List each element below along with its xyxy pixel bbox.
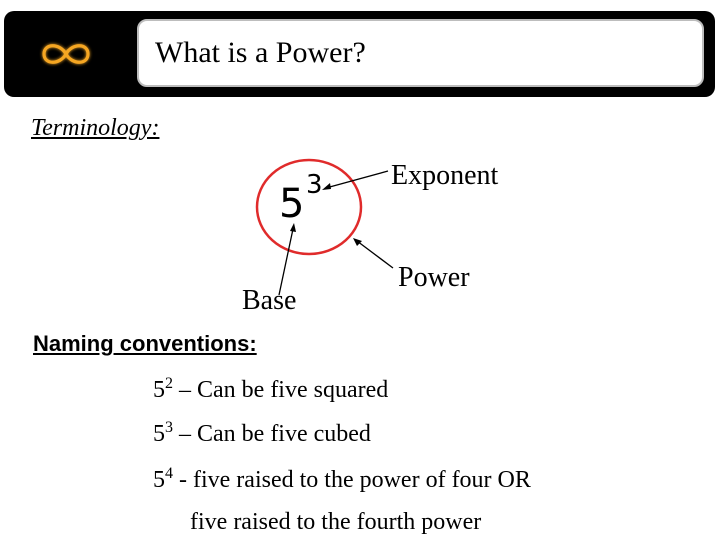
line-base: 5 — [153, 377, 165, 403]
exponent-number: 3 — [306, 170, 323, 200]
power-circle — [255, 158, 363, 256]
line-text: – Can be five cubed — [173, 421, 371, 447]
infinity-icon — [42, 44, 90, 64]
line-base: 5 — [153, 421, 165, 447]
power-label: Power — [398, 262, 470, 293]
naming-line-cubed: 53 – Can be five cubed — [153, 420, 371, 448]
base-number: 5 — [279, 181, 305, 227]
title-box: What is a Power? — [137, 19, 704, 87]
naming-heading: Naming conventions: — [33, 331, 257, 356]
exponent-pointer — [325, 170, 389, 189]
naming-line-continuation: five raised to the fourth power — [190, 509, 482, 535]
line-exponent: 3 — [165, 419, 173, 436]
naming-line-squared: 52 – Can be five squared — [153, 376, 388, 404]
base-pointer — [278, 228, 294, 296]
line-exponent: 2 — [165, 375, 173, 392]
base-label: Base — [242, 285, 297, 316]
line-exponent: 4 — [165, 465, 173, 482]
naming-line-fourth: 54 - five raised to the power of four OR — [153, 466, 531, 494]
title-bar: What is a Power? — [4, 11, 715, 97]
power-pointer — [356, 240, 394, 269]
terminology-heading: Terminology: — [31, 115, 160, 141]
line-text: – Can be five squared — [173, 377, 389, 403]
line-base: 5 — [153, 467, 165, 493]
exponent-label: Exponent — [391, 160, 499, 191]
line-text: - five raised to the power of four OR — [173, 467, 531, 493]
page-title: What is a Power? — [155, 36, 366, 69]
